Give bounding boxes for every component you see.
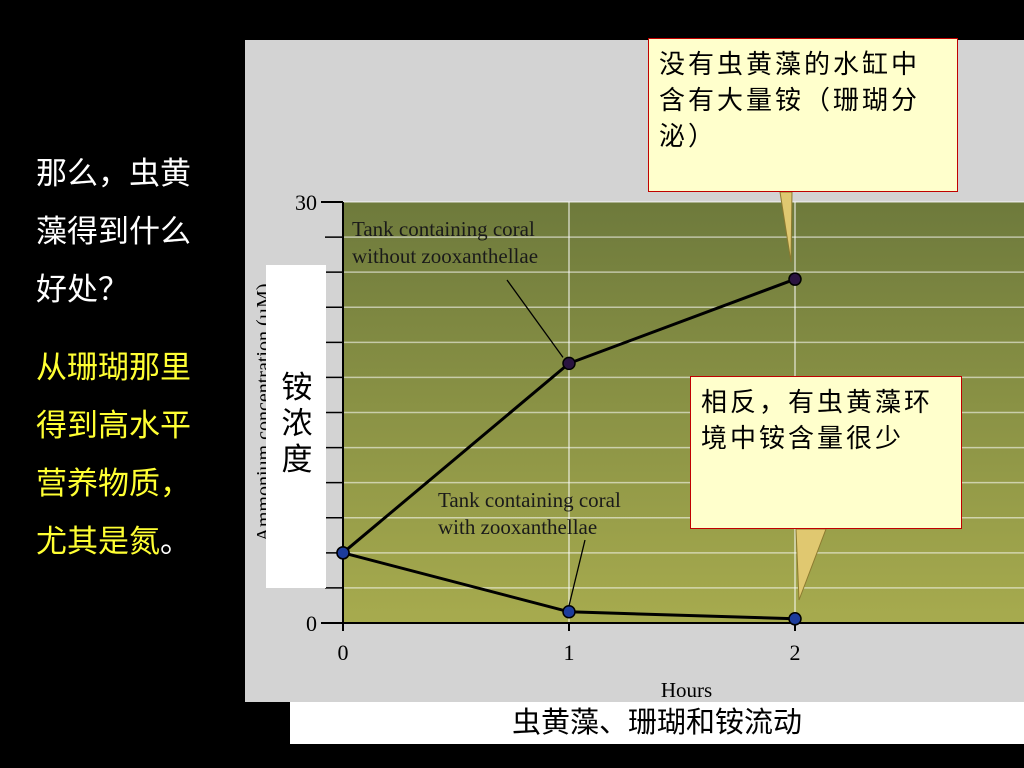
question-text: 那么，虫黄藻得到什么好处？ [36,156,191,308]
x-axis-title: Hours [661,678,712,702]
answer-period: 。 [160,524,191,560]
callout-with-zooxanthellae: 相反，有虫黄藻环境中铵含量很少 [690,376,962,529]
x-tick-label: 1 [564,640,575,665]
data-point-series-0 [562,356,576,371]
y-tick-label: 30 [295,190,317,215]
ylabel-cover-box [266,265,326,588]
callout-no-zooxanthellae: 没有虫黄藻的水缸中含有大量铵（珊瑚分泌） [648,38,958,192]
callout-pointer [795,528,827,601]
answer-text: 从珊瑚那里得到高水平营养物质，尤其是氮。 [36,339,216,571]
caption-box [290,702,1024,744]
answer-main: 从珊瑚那里得到高水平营养物质，尤其是氮 [36,350,191,560]
annotation-leader [568,539,586,606]
data-point-series-1 [336,546,350,560]
annotation-leader [506,279,564,358]
callout-pointer [779,191,793,263]
data-point-series-1 [788,612,802,626]
y-tick-label: 0 [306,611,317,636]
data-point-series-0 [788,272,802,286]
x-tick-label: 0 [338,640,349,665]
series-annotation-1: Tank containing coral [438,488,621,512]
series-annotation-0: Tank containing coral [352,217,535,241]
data-point-series-1 [562,605,576,619]
series-annotation-1: with zooxanthellae [438,515,597,539]
figure-caption: 虫黄藻、珊瑚和铵流动 [511,705,802,739]
series-annotation-0: without zooxanthellae [352,244,538,268]
ylabel-chinese: 铵浓度 [281,370,313,478]
x-tick-label: 2 [790,640,801,665]
